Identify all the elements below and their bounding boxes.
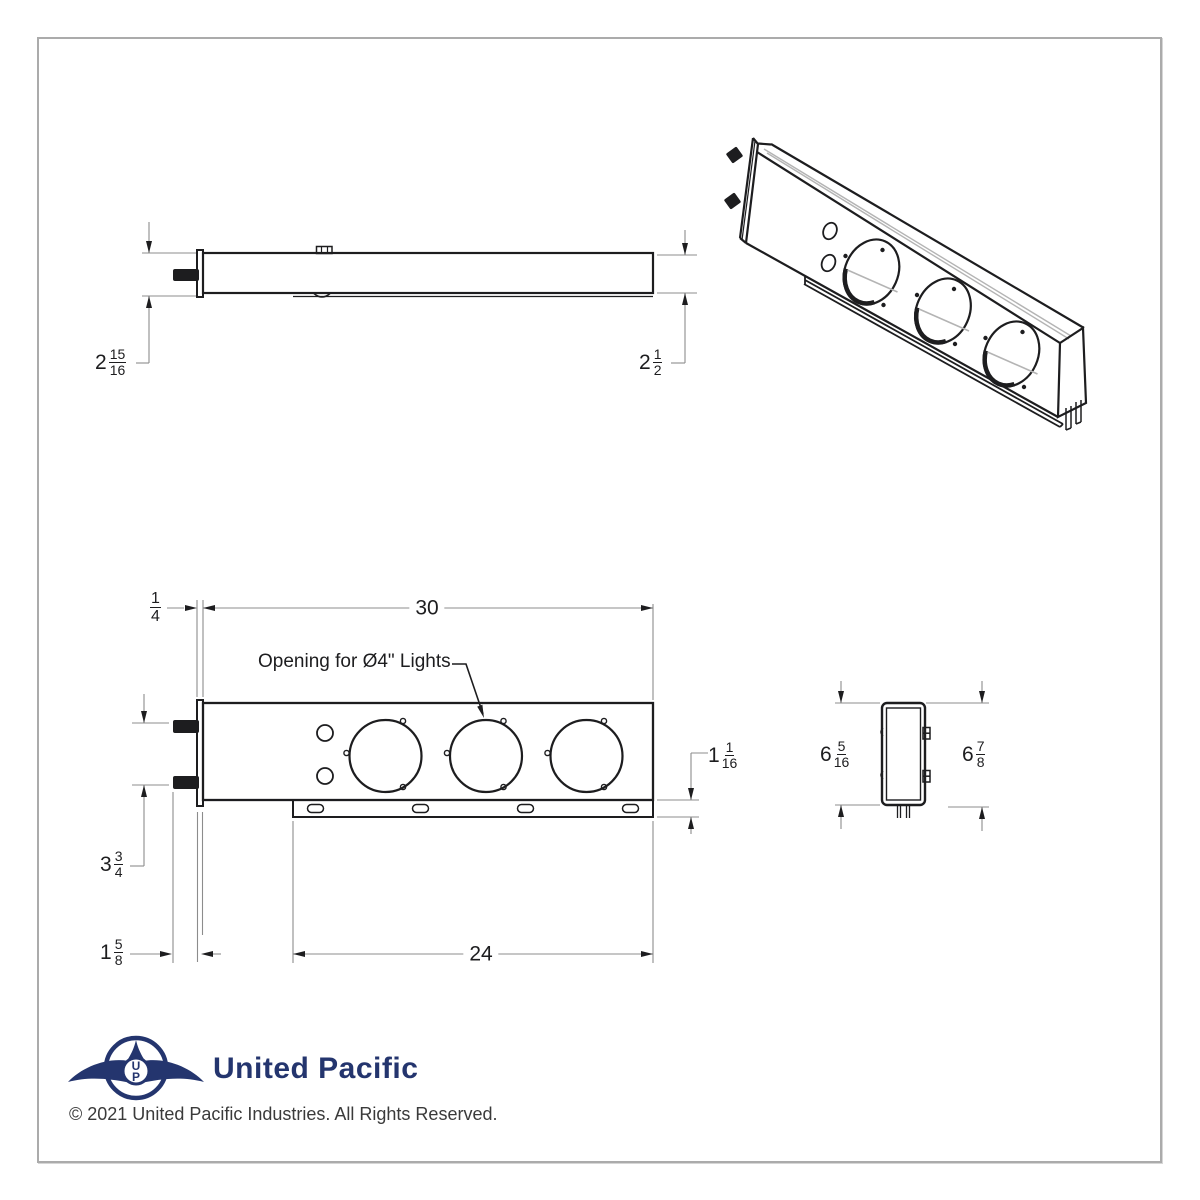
side-view-mounting-stud [173,269,199,281]
side-view-bottom-bump [313,292,331,298]
iso-plate-inner-line [741,140,756,241]
logo-right-wing [141,1060,204,1083]
front-view-stud-bottom [173,776,199,789]
logo-monogram-circle [121,1056,151,1086]
iso-light-openings [842,238,1041,390]
dimension-label-bar-length: 30 [409,597,445,619]
side-view-bar-body [201,251,655,295]
iso-light-opening [913,277,973,347]
iso-flange-strip [803,276,1064,428]
front-view-small-hole [316,767,334,785]
end-view-tabs [922,726,931,783]
iso-light-opening [982,320,1041,390]
iso-reflection-lines [763,148,1072,340]
iso-mounting-studs [724,146,743,210]
united-pacific-logo: U P [68,1035,204,1101]
side-view-top-tab [315,245,333,255]
front-view-bar-body [201,701,655,802]
end-view-inner-profile [885,707,922,801]
front-view-arrows [141,605,694,957]
side-view-drawing [136,222,697,364]
sheet-border [37,37,1162,1163]
brand-name: United Pacific [213,1052,419,1085]
dimension-label-flange-length: 24 [463,943,499,965]
front-view-stud-top [173,720,199,733]
logo-monogram-p: P [132,1070,140,1084]
front-view-small-hole [316,724,334,742]
side-view-arrows [146,241,688,308]
iso-legs [1065,400,1082,431]
front-view-flange [292,799,654,818]
copyright-text: © 2021 United Pacific Industries. All Ri… [69,1104,498,1124]
iso-light-opening [842,238,901,308]
front-view-flange-slots [306,803,640,814]
front-view-screw-holes [343,717,608,791]
end-view-drawing [835,681,989,831]
front-view-light-openings [343,717,624,794]
isometric-view-drawing [724,137,1088,431]
note-leader-line [452,663,484,715]
iso-bar-outline [738,137,1088,419]
end-view-legs [896,805,911,818]
iso-small-holes [820,221,838,273]
logo-monogram-u: U [132,1059,141,1073]
end-view-left-bumps [880,727,884,780]
logo-left-wing [68,1060,131,1083]
opening-note: Opening for Ø4" Lights [258,651,451,672]
end-view-outer-profile [880,701,927,807]
end-view-arrows [838,691,985,819]
